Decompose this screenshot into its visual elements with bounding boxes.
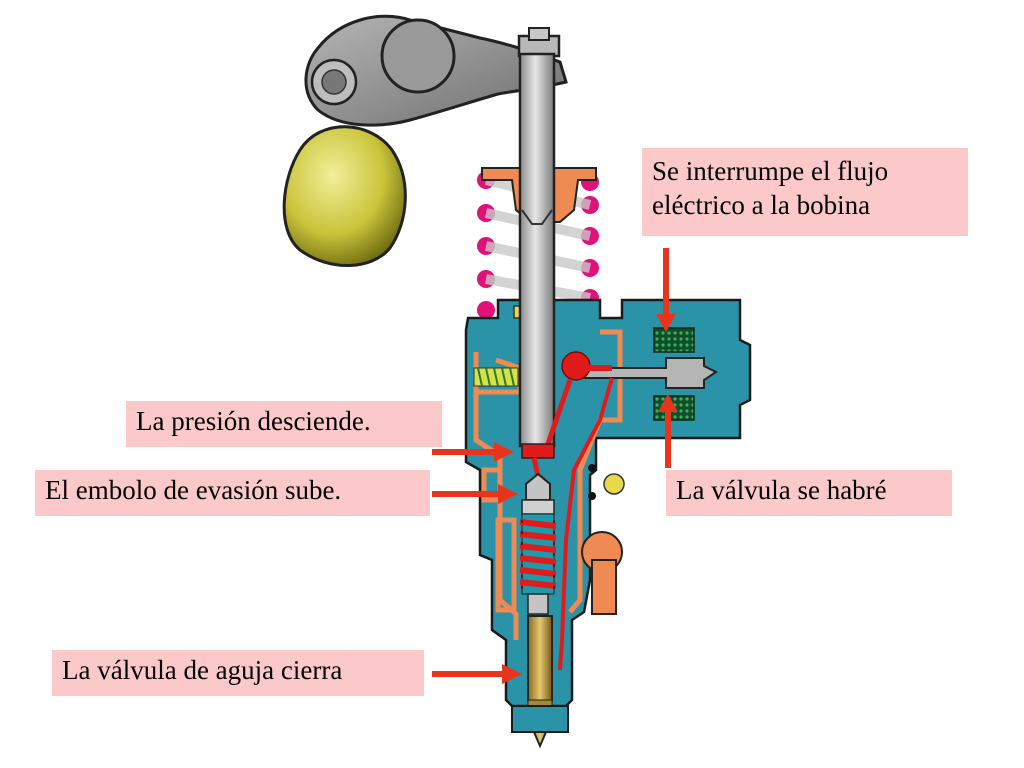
high-pressure-fuel: [521, 351, 614, 671]
pointer-arrows: [432, 248, 678, 684]
external-pipe: [581, 464, 625, 615]
callout-pressure-drops: La presión desciende.: [126, 401, 442, 447]
callout-coil-current: Se interrumpe el flujo eléctrico a la bo…: [642, 148, 968, 236]
callout-coil-current-line1: Se interrumpe el flujo: [652, 156, 889, 186]
rocker-arm: [304, 14, 568, 127]
spill-plunger: [519, 472, 557, 615]
callout-spill-plunger-rises: El embolo de evasión sube.: [35, 470, 430, 516]
callout-coil-current-line2: eléctrico a la bobina: [652, 190, 871, 220]
callout-valve-opens: La válvula se habré: [666, 470, 952, 516]
side-spring: [473, 367, 519, 387]
callout-needle-valve-closes: La válvula de aguja cierra: [52, 650, 424, 696]
cam-lobe: [282, 125, 407, 267]
plunger-rod: [518, 52, 556, 448]
solenoid-valve: [573, 357, 718, 389]
